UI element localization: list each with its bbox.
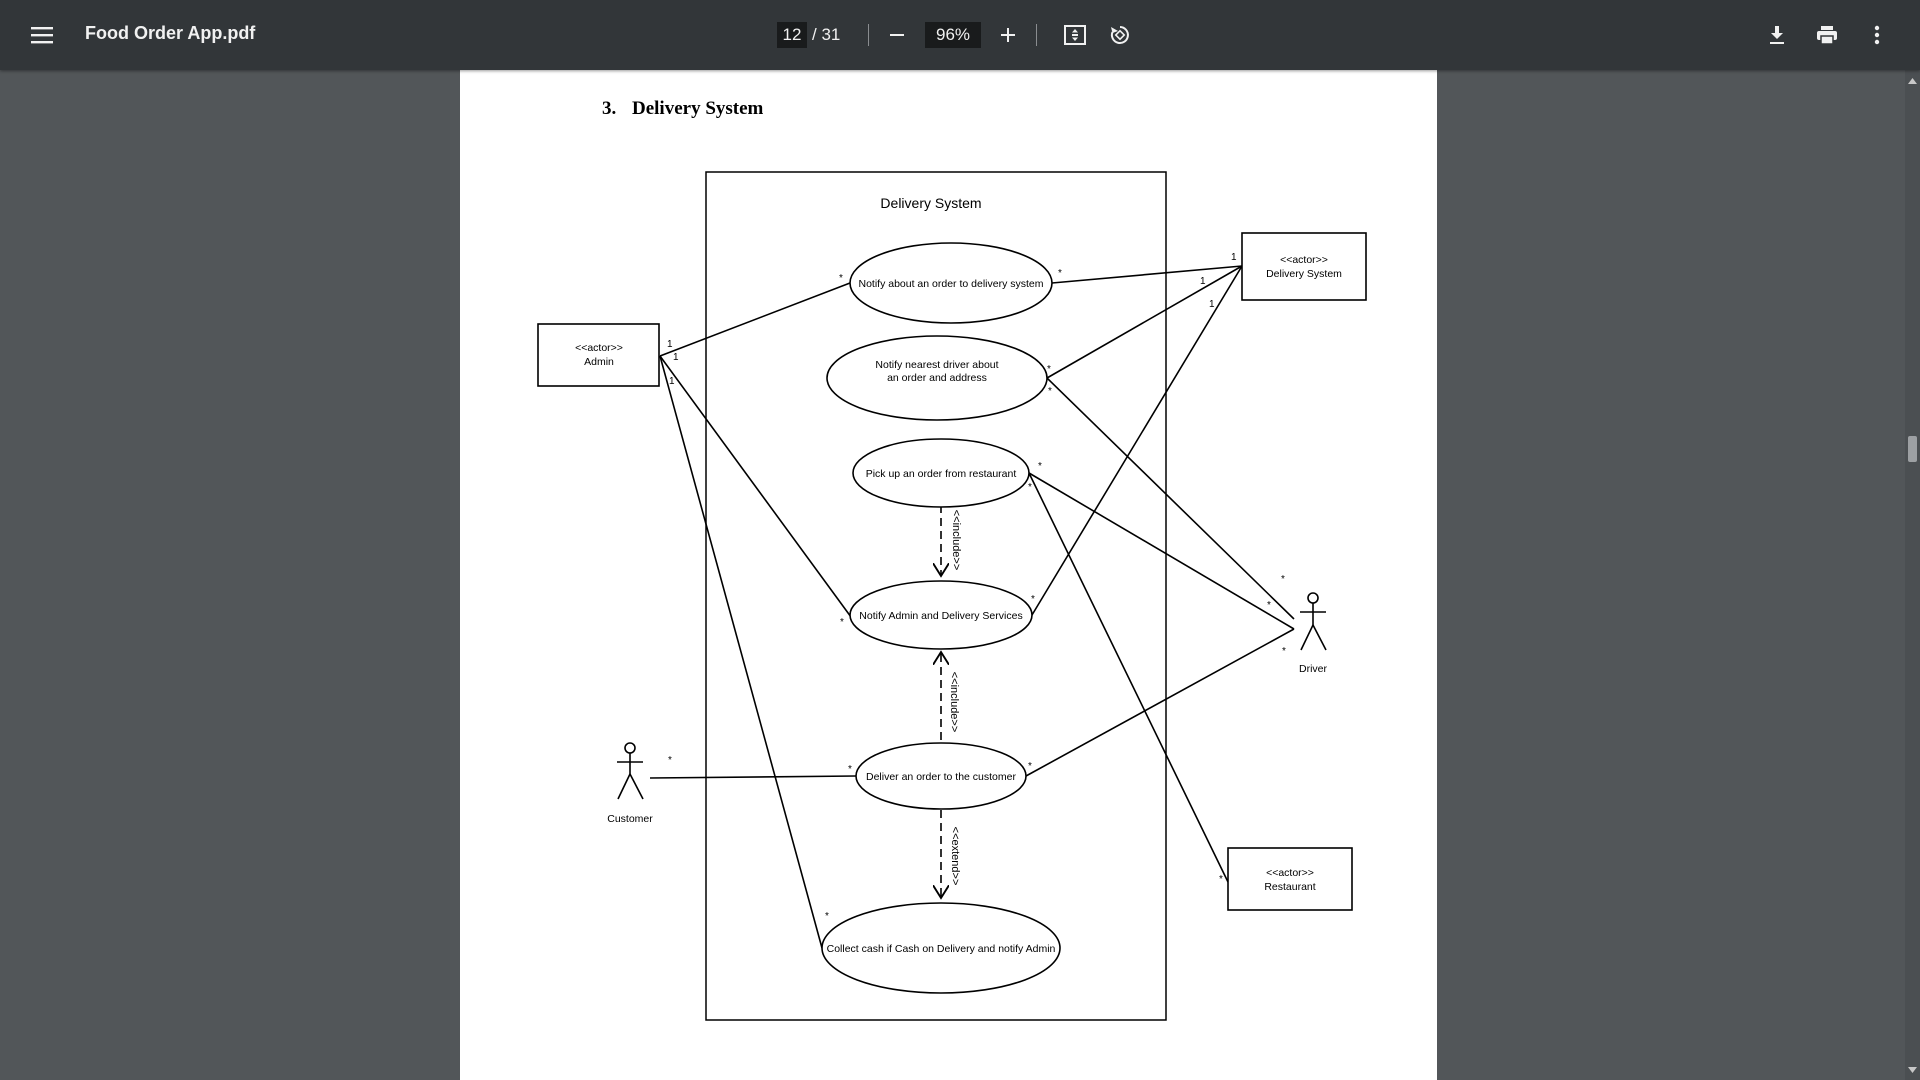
multiplicity-label: 1 xyxy=(1200,276,1206,287)
section-title: Delivery System xyxy=(632,98,764,119)
hamburger-menu-icon[interactable] xyxy=(24,17,60,53)
driver-actor-figure xyxy=(1300,592,1327,651)
multiplicity-label: * xyxy=(825,911,829,922)
zoom-out-icon[interactable] xyxy=(879,17,915,53)
use-case-label: an order and address xyxy=(887,372,987,384)
zoom-in-icon[interactable] xyxy=(990,17,1026,53)
zoom-input[interactable]: 96% xyxy=(925,22,981,48)
download-icon[interactable] xyxy=(1759,17,1795,53)
multiplicity-label: * xyxy=(1028,761,1032,772)
actor-box-delivery-system xyxy=(1241,232,1367,301)
toolbar-divider xyxy=(1036,24,1037,46)
actor-box-restaurant xyxy=(1227,847,1353,911)
actor-box-admin xyxy=(537,323,660,387)
association-line xyxy=(649,775,857,779)
customer-actor-figure xyxy=(617,742,644,800)
use-case-label: Collect cash if Cash on Delivery and not… xyxy=(827,943,1056,955)
multiplicity-label: * xyxy=(1058,268,1062,279)
association-line xyxy=(659,355,823,949)
multiplicity-label: * xyxy=(1281,574,1285,585)
pdf-page: 3. Delivery System Delivery System xyxy=(460,70,1437,1080)
vertical-scrollbar[interactable] xyxy=(1905,70,1920,1080)
actor-name: Restaurant xyxy=(1264,881,1315,893)
actor-stereotype: <<actor>> xyxy=(1266,867,1314,879)
use-case-ellipse xyxy=(852,438,1030,508)
multiplicity-label: * xyxy=(839,273,843,284)
document-title: Food Order App.pdf xyxy=(85,23,256,43)
actor-stereotype: <<actor>> xyxy=(1280,254,1328,266)
use-case-ellipse xyxy=(821,902,1061,994)
association-line xyxy=(1046,265,1243,379)
association-line xyxy=(1046,377,1295,620)
actor-stereotype: <<actor>> xyxy=(575,342,623,354)
multiplicity-label: 1 xyxy=(667,339,673,350)
scroll-down-icon[interactable] xyxy=(1905,1062,1920,1077)
association-line xyxy=(1051,265,1243,284)
use-case-label: Pick up an order from restaurant xyxy=(866,468,1017,480)
section-heading: 3. Delivery System xyxy=(602,98,763,120)
use-case-ellipse xyxy=(826,335,1048,421)
multiplicity-label: * xyxy=(1282,646,1286,657)
more-vert-icon[interactable] xyxy=(1859,17,1895,53)
multiplicity-label: * xyxy=(1028,482,1032,493)
use-case-label: Notify Admin and Delivery Services xyxy=(859,610,1022,622)
multiplicity-label: * xyxy=(1267,600,1271,611)
multiplicity-label: * xyxy=(1047,364,1051,375)
association-line xyxy=(659,355,852,618)
toolbar-divider xyxy=(868,24,869,46)
multiplicity-label: * xyxy=(1038,461,1042,472)
multiplicity-label: 1 xyxy=(1231,252,1237,263)
document-viewer[interactable]: 3. Delivery System Delivery System xyxy=(0,70,1920,1080)
multiplicity-label: * xyxy=(840,617,844,628)
print-icon[interactable] xyxy=(1809,17,1845,53)
actor-name: Driver xyxy=(1299,663,1328,675)
associations xyxy=(649,265,1295,949)
scrollbar-thumb[interactable] xyxy=(1908,436,1917,462)
system-boundary xyxy=(705,171,1167,1021)
multiplicity-label: 1 xyxy=(1209,299,1215,310)
section-number: 3. xyxy=(602,98,617,119)
association-line xyxy=(1031,265,1243,616)
page-number-input[interactable]: 12 xyxy=(777,22,807,48)
multiplicity-label: * xyxy=(1031,594,1035,605)
use-case-label: Notify about an order to delivery system xyxy=(858,278,1043,290)
use-case-ellipse xyxy=(849,242,1053,324)
association-line xyxy=(1028,472,1229,883)
actor-name: Admin xyxy=(584,356,614,368)
page-total: / 31 xyxy=(812,25,841,44)
scroll-up-icon[interactable] xyxy=(1905,73,1920,88)
association-line xyxy=(1028,472,1295,630)
multiplicity-label: * xyxy=(1219,874,1223,885)
association-line xyxy=(659,282,851,357)
multiplicity-label: * xyxy=(1048,386,1052,397)
multiplicity-label: 1 xyxy=(669,376,675,387)
use-case-ellipse xyxy=(855,742,1027,810)
pdf-toolbar: Food Order App.pdf 12 / 31 96% xyxy=(0,0,1920,70)
multiplicity-label: 1 xyxy=(673,352,679,363)
use-case-ellipse xyxy=(849,580,1033,650)
use-case-label: Deliver an order to the customer xyxy=(866,771,1016,783)
multiplicity-label: * xyxy=(848,764,852,775)
association-line xyxy=(1025,628,1295,777)
extend-label: <<extend>> xyxy=(949,827,961,886)
fit-to-page-icon[interactable] xyxy=(1057,17,1093,53)
use-case-label: Notify nearest driver about xyxy=(875,359,998,371)
multiplicity-label: * xyxy=(668,755,672,766)
actor-name: Customer xyxy=(607,813,653,825)
include-label: <<include>> xyxy=(948,672,960,733)
include-label: <<include>> xyxy=(950,510,962,571)
rotate-icon[interactable] xyxy=(1102,17,1138,53)
system-label: Delivery System xyxy=(880,195,981,211)
use-case-diagram: Delivery System <<includ xyxy=(537,171,1367,1021)
actor-name: Delivery System xyxy=(1266,268,1342,280)
